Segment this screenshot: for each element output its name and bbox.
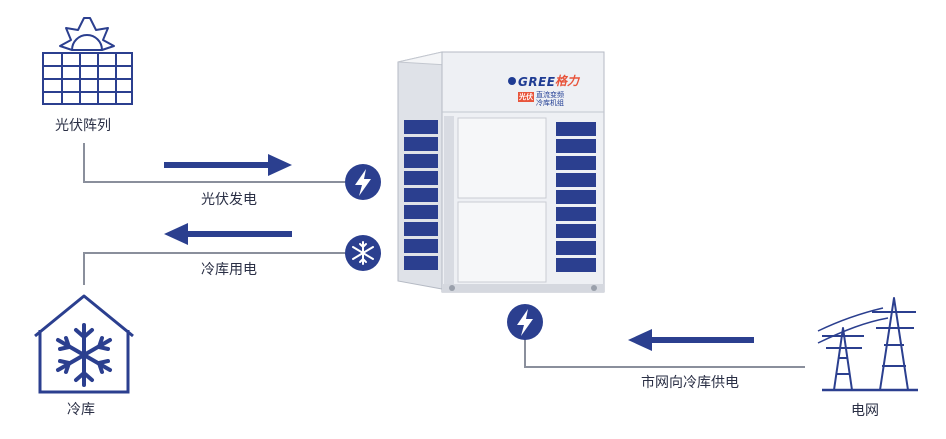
arrow-left-icon (164, 223, 292, 245)
unit-badge (518, 92, 534, 102)
pv-connector-line (83, 143, 345, 183)
solar-panel-icon (42, 52, 133, 105)
arrow-left-icon (628, 329, 754, 351)
grid-supply-label: 市网向冷库供电 (641, 375, 739, 391)
unit-panel-lower (457, 201, 547, 283)
unit-left-side (397, 51, 443, 290)
bolt-icon (507, 304, 543, 340)
bolt-icon (345, 164, 381, 200)
gree-logo-icon (508, 77, 516, 85)
unit-badge-text-2: 冷库机组 (536, 99, 564, 107)
cold-storage-power-label: 冷库用电 (201, 262, 257, 278)
arrow-right-icon (164, 154, 292, 176)
snowflake-icon (345, 235, 381, 271)
grid-connector-line (524, 338, 805, 368)
cold-storage-connector-line (83, 252, 345, 285)
sun-icon (59, 17, 115, 51)
house-snowflake-icon (34, 294, 134, 394)
unit-badge-text-1: 直流变频 (536, 91, 564, 99)
unit-brand-label: GREE (518, 75, 556, 89)
cold-storage-label: 冷库 (67, 402, 95, 418)
unit-panel-upper (457, 117, 547, 199)
power-tower-icon (817, 297, 918, 392)
unit-badge-label: 光伏 (519, 93, 533, 101)
pv-generation-label: 光伏发电 (201, 192, 257, 208)
grid-label: 电网 (851, 403, 879, 419)
pv-array-label: 光伏阵列 (55, 118, 111, 134)
cold-storage-unit (397, 51, 605, 293)
unit-brand-mark-label: 格力 (555, 74, 580, 88)
